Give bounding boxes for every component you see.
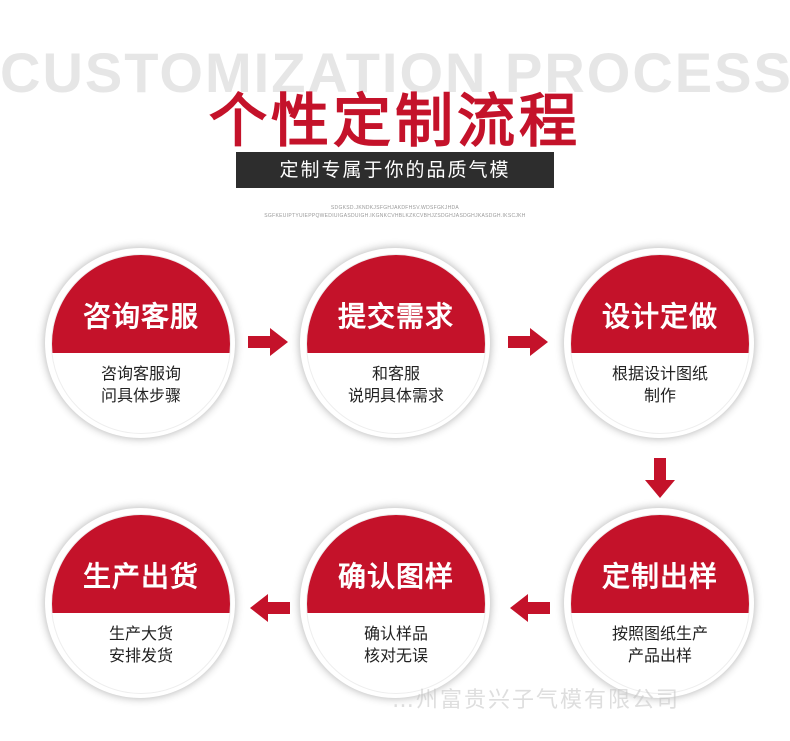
arrow-left-icon: [250, 594, 290, 622]
step-sample: 定制出样 按照图纸生产 产品出样: [564, 508, 754, 698]
arrow-right-icon: [508, 328, 548, 356]
step-description: 咨询客服询 问具体步骤: [100, 364, 181, 405]
step-description: 根据设计图纸 制作: [611, 364, 708, 405]
step-title: 咨询客服: [82, 300, 199, 333]
subtitle-banner: 定制专属于你的品质气模: [236, 152, 554, 188]
step-description: 按照图纸生产 产品出样: [611, 624, 708, 665]
arrow-left-icon: [510, 594, 550, 622]
step-description: 确认样品 核对无误: [363, 624, 428, 665]
arrow-down-icon: [645, 458, 675, 498]
watermark: …州富贵兴子气模有限公司: [392, 688, 681, 713]
step-consult: 咨询客服 咨询客服询 问具体步骤: [45, 248, 235, 438]
step-title: 确认图样: [337, 560, 454, 593]
step-description: 生产大货 安排发货: [108, 624, 173, 665]
step-ship: 生产出货 生产大货 安排发货: [45, 508, 235, 698]
page-title: 个性定制流程: [208, 87, 581, 155]
decorative-code-line-1: SDGKSD.JKNDKJSFGHJAKDFHSV.WDSFGKJHDA: [330, 205, 460, 211]
step-title: 提交需求: [337, 300, 454, 333]
background-title: CUSTOMIZATION PROCESS: [0, 41, 790, 104]
step-design: 设计定做 根据设计图纸 制作: [564, 248, 754, 438]
arrow-right-icon: [248, 328, 288, 356]
step-description: 和客服 说明具体需求: [347, 364, 444, 405]
step-confirm: 确认图样 确认样品 核对无误: [300, 508, 490, 698]
step-title: 生产出货: [82, 560, 199, 593]
step-submit: 提交需求 和客服 说明具体需求: [300, 248, 490, 438]
step-title: 定制出样: [601, 560, 718, 593]
step-title: 设计定做: [601, 300, 718, 333]
decorative-code-line-2: SGFKEUIPTYUIEPPQWEDIUIGASDUIGH.IKGNKCVHB…: [264, 213, 526, 219]
